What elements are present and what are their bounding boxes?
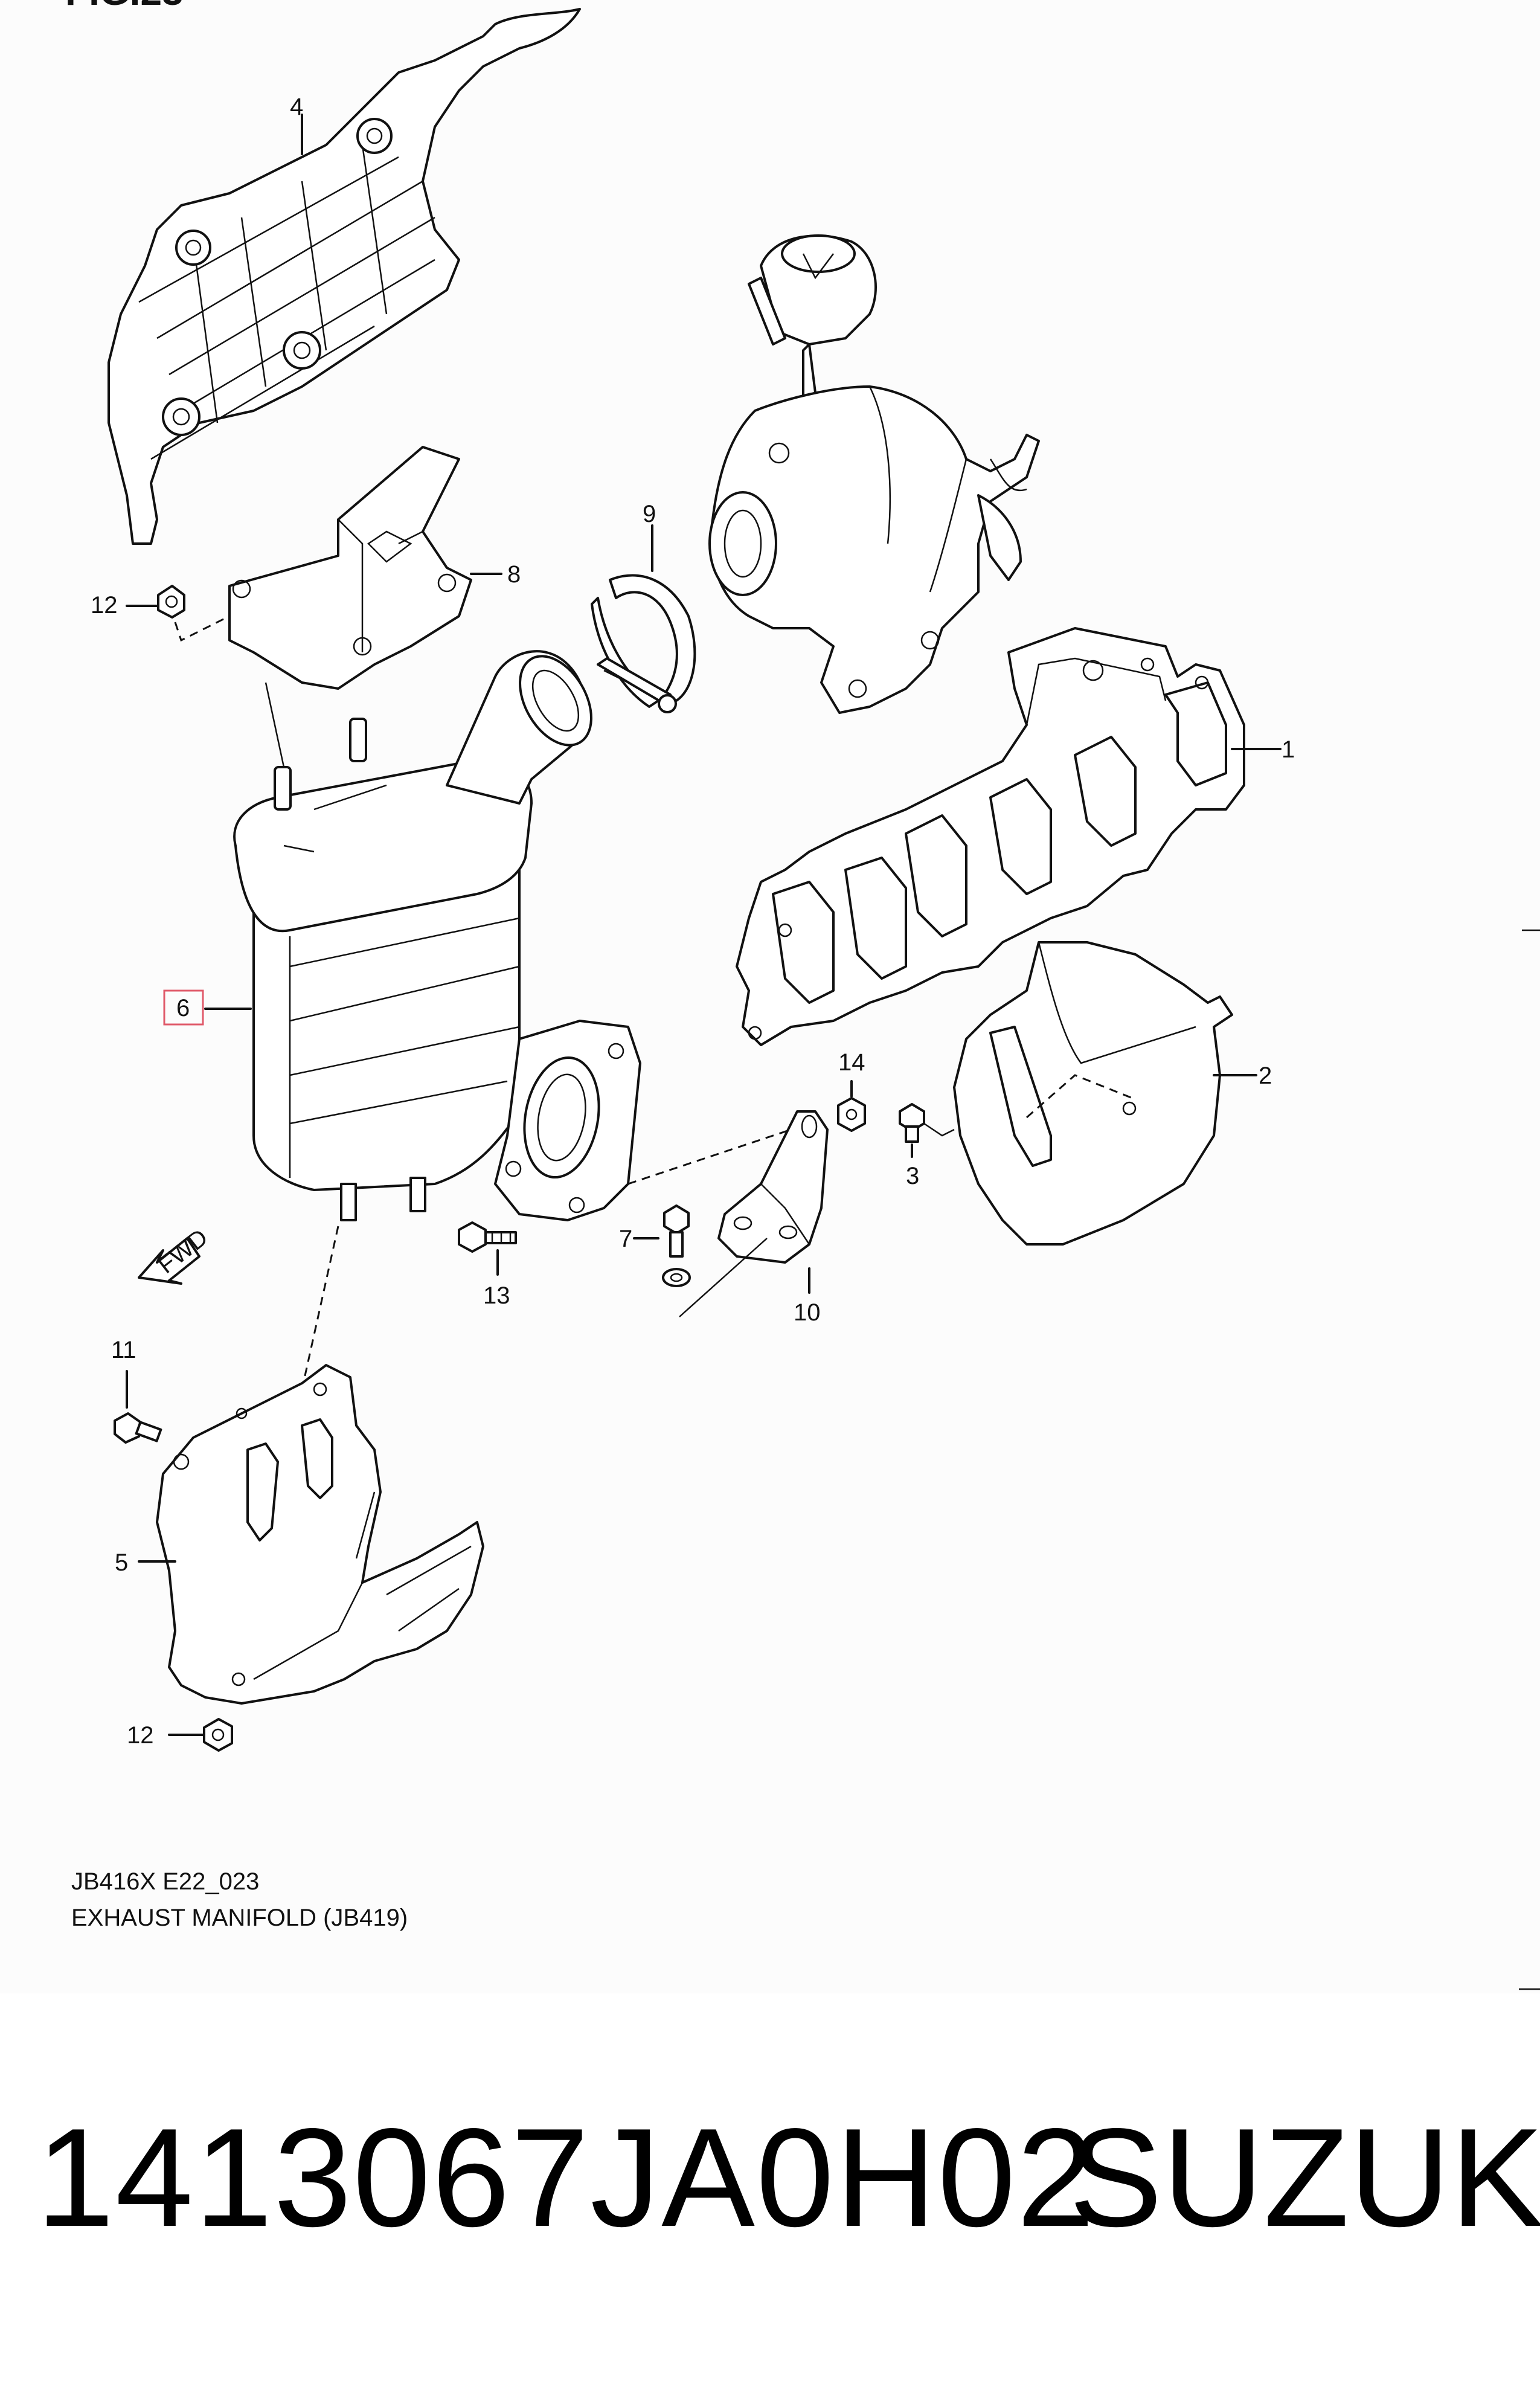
- leader-line: [265, 682, 285, 768]
- turbocharger: [708, 234, 1040, 714]
- part-13-bolt[interactable]: [458, 1221, 517, 1276]
- part-14-nut[interactable]: [837, 1080, 866, 1132]
- part-number-bar: [0, 1993, 1540, 2392]
- part-12-nut-top[interactable]: [126, 585, 242, 642]
- callout-9: 9: [643, 501, 656, 527]
- caption-code: JB416X E22_023: [71, 1868, 259, 1895]
- part-12-nut-bottom[interactable]: [168, 1718, 233, 1752]
- callout-11: 11: [111, 1337, 136, 1363]
- callout-8: 8: [507, 561, 521, 588]
- part-5-lower-heat-shield[interactable]: [138, 1364, 484, 1705]
- callout-5: 5: [115, 1549, 128, 1576]
- part-7-bolt-washer[interactable]: [633, 1204, 691, 1287]
- caption-title: EXHAUST MANIFOLD (JB419): [71, 1905, 408, 1931]
- callout-6: 6: [176, 995, 190, 1021]
- fwd-arrow: FWD: [138, 1224, 213, 1285]
- callout-3: 3: [906, 1163, 919, 1189]
- part-9-clamp[interactable]: [591, 524, 696, 713]
- exploded-parts-diagram: FIG.23 4 12 8: [65, 0, 1540, 1990]
- part-1-exhaust-manifold[interactable]: [736, 627, 1282, 1046]
- callout-4: 4: [290, 94, 303, 120]
- brand-name: SUZUKI: [1069, 2100, 1540, 2256]
- diagram-panel: FIG.23 4 12 8: [65, 0, 1540, 1990]
- callout-12-top: 12: [91, 592, 118, 619]
- part-11-bolt[interactable]: [114, 1370, 162, 1444]
- part-3-bolt[interactable]: [899, 1103, 955, 1158]
- callout-6-highlight-box: [163, 989, 204, 1026]
- figure-title: FIG.23: [65, 0, 184, 13]
- callout-7: 7: [619, 1226, 632, 1252]
- part-6-catalytic-converter[interactable]: [204, 644, 641, 1221]
- part-2-manifold-heat-shield[interactable]: [953, 941, 1257, 1246]
- callout-12-bottom: 12: [127, 1722, 154, 1749]
- part-8-bracket[interactable]: [228, 446, 502, 690]
- part-4-upper-heat-shield[interactable]: [107, 8, 581, 545]
- callout-13: 13: [483, 1282, 510, 1309]
- callout-14: 14: [838, 1049, 865, 1076]
- callout-10: 10: [794, 1299, 821, 1326]
- callout-2: 2: [1259, 1063, 1272, 1089]
- callout-1: 1: [1282, 736, 1295, 763]
- part-10-support-bracket[interactable]: [679, 1110, 829, 1317]
- part-number: 1413067JA0H02: [36, 2100, 1096, 2256]
